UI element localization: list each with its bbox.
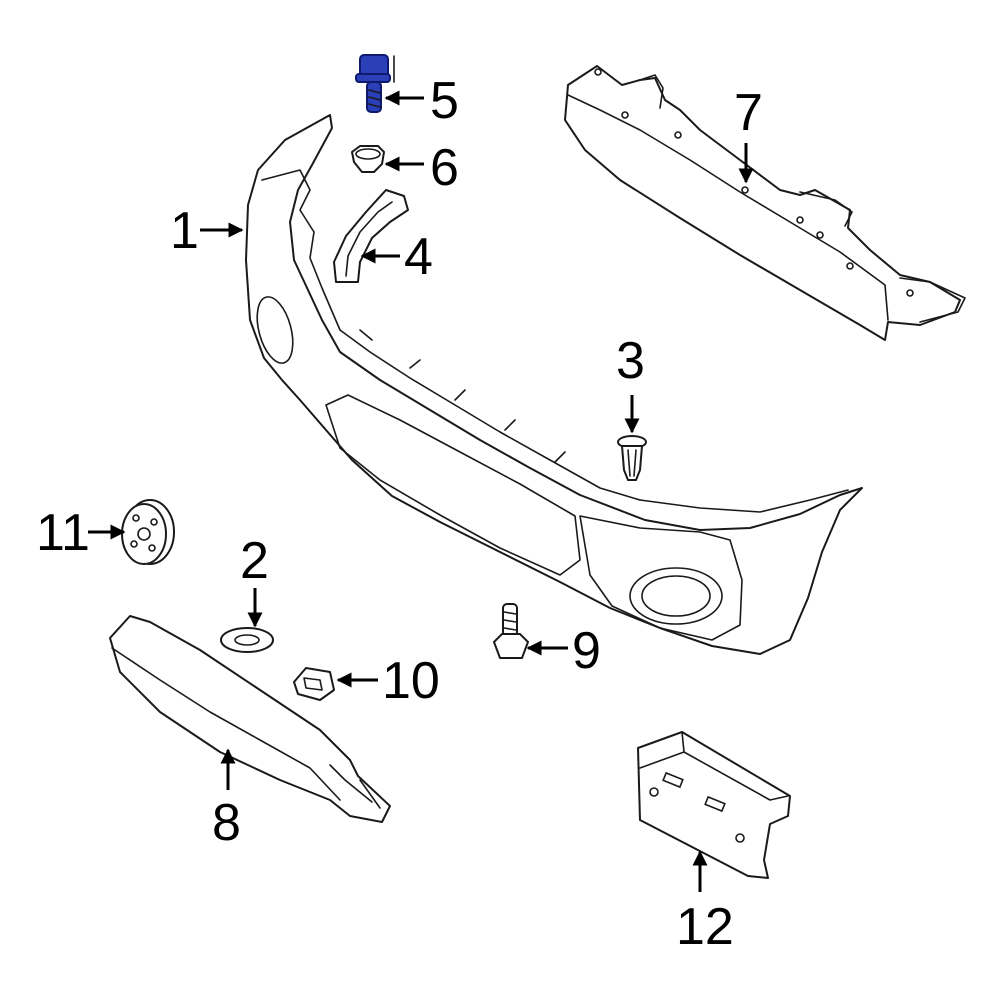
push-pin-part[interactable] [617, 435, 647, 481]
leader-lines [88, 90, 754, 892]
spacer-part[interactable] [121, 499, 175, 565]
valance-bar-part[interactable] [109, 615, 391, 823]
reinforcement-bar-part[interactable] [564, 65, 966, 341]
clip-nut-part[interactable] [351, 145, 385, 173]
callout-7[interactable]: 7 [734, 84, 763, 142]
callout-5[interactable]: 5 [430, 72, 459, 130]
callout-labels: 1 2 3 4 5 6 7 8 9 10 11 12 [36, 72, 763, 956]
callout-6[interactable]: 6 [430, 139, 459, 197]
clip-part[interactable] [293, 667, 335, 701]
callout-9[interactable]: 9 [572, 622, 601, 680]
callout-12[interactable]: 12 [676, 898, 734, 956]
bolt-part-highlighted[interactable] [355, 54, 395, 113]
callout-1[interactable]: 1 [170, 202, 199, 260]
callout-11[interactable]: 11 [36, 504, 90, 562]
license-bracket-part[interactable] [637, 731, 791, 879]
callout-2[interactable]: 2 [240, 532, 269, 590]
callout-8[interactable]: 8 [212, 794, 241, 852]
washer-part[interactable] [220, 627, 274, 653]
callout-4[interactable]: 4 [404, 228, 433, 286]
bracket-part[interactable] [333, 189, 409, 283]
bumper-cover-part[interactable] [245, 114, 863, 655]
callout-10[interactable]: 10 [382, 652, 440, 710]
flange-bolt-part[interactable] [493, 603, 529, 659]
callout-3[interactable]: 3 [616, 332, 645, 390]
bolt-flange [355, 73, 391, 83]
